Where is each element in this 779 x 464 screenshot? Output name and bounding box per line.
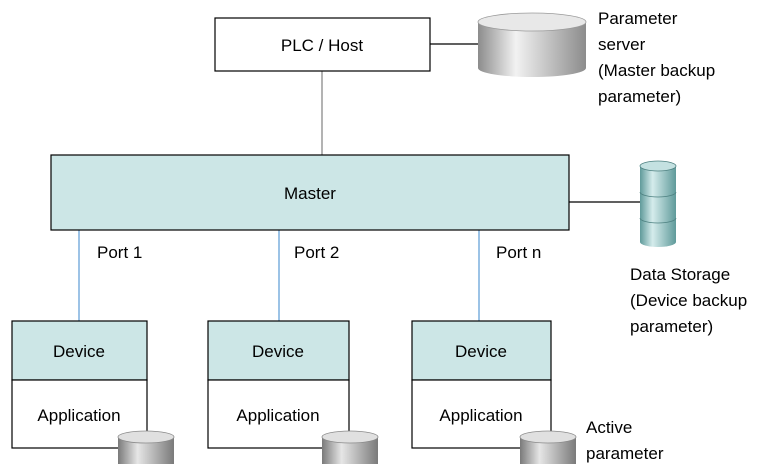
host-label: PLC / Host [281,36,363,55]
master-box [50,154,570,231]
parameter-server-label: Parameter server (Master backup paramete… [598,9,720,106]
parameter-server-label-line: server [598,35,646,54]
port-1-label: Port 1 [97,243,142,262]
parameter-server-label-line: parameter) [598,87,681,106]
data-storage-label: Data Storage (Device backup parameter) [630,265,752,336]
port-2-label: Port 2 [294,243,339,262]
device-2: Device Application [207,320,350,449]
active-parameter-icon [117,430,175,464]
device-3: Device Application [411,320,552,449]
active-parameter-label-line: parameter [586,444,664,463]
active-parameter-icon [519,430,577,464]
device-label: Device [53,342,105,361]
application-label: Application [439,406,522,425]
active-parameter-label-line: Active [586,418,632,437]
device-label: Device [252,342,304,361]
parameter-server-icon [477,12,587,77]
parameter-server-label-line: Parameter [598,9,678,28]
data-storage-label-line: parameter) [630,317,713,336]
port-n-label: Port n [496,243,541,262]
application-label: Application [37,406,120,425]
application-label: Application [236,406,319,425]
device-label: Device [455,342,507,361]
data-storage-label-line: (Device backup [630,291,747,310]
master-label: Master [284,184,336,203]
data-storage-label-line: Data Storage [630,265,730,284]
device-header [411,320,552,381]
data-storage-icon [639,160,677,247]
host-box [214,17,431,72]
parameter-server-label-line: (Master backup [598,61,715,80]
device-1: Device Application [11,320,148,449]
active-parameter-icon [321,430,379,464]
active-parameter-label: Active parameter [586,418,664,463]
